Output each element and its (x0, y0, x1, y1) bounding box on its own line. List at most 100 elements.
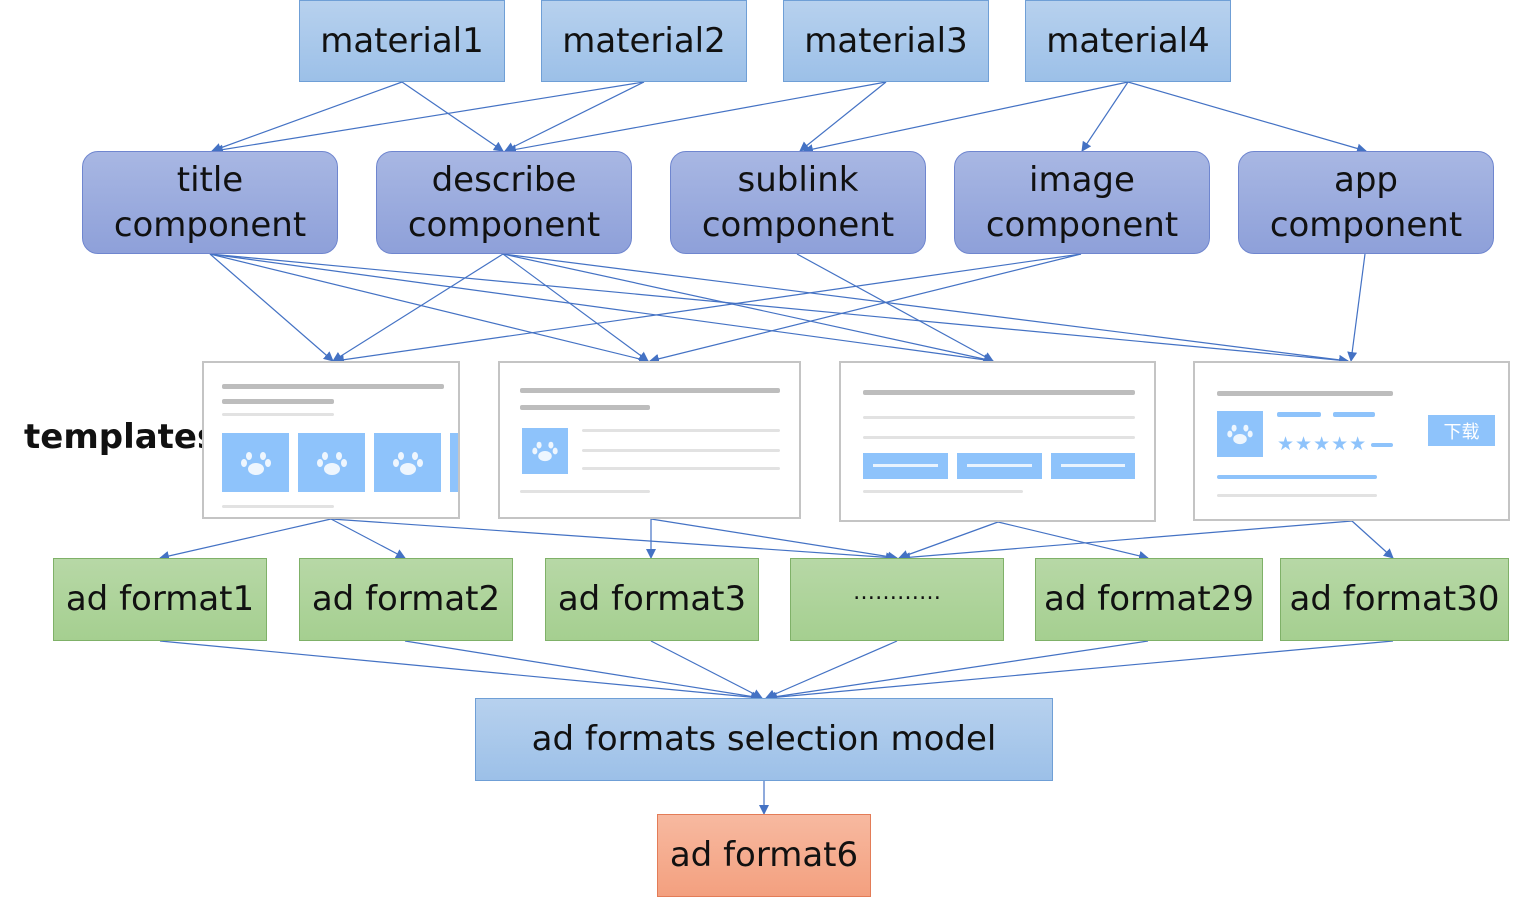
template-line (582, 449, 780, 452)
templates-label: templates (24, 417, 218, 457)
ad-format2-label: ad format2 (311, 579, 501, 620)
star-rating-icon: ★★★★★ (1277, 433, 1368, 455)
arrow-describe-t4 (502, 253, 1349, 365)
app-icon-placeholder (1217, 411, 1263, 457)
ad-format30-label: ad format30 (1289, 579, 1500, 620)
template-line (222, 413, 334, 416)
arrow-material3-describe (506, 81, 887, 155)
arrow-ellipsis-model (765, 640, 898, 699)
arrow-material4-sublink (803, 81, 1129, 155)
image-placeholder-icon (522, 428, 568, 474)
result-ad-format-label: ad format6 (669, 835, 859, 876)
template-line (520, 388, 780, 393)
ad-format3-box: ad format3 (545, 558, 759, 641)
arrow-image-t2 (649, 253, 1082, 364)
template-line (1333, 412, 1375, 417)
arrow-t3-ellipsis (898, 521, 999, 560)
template-line (863, 436, 1135, 439)
arrow-t1-format2 (330, 518, 406, 559)
template-line (222, 384, 444, 389)
arrow-format3-model (650, 640, 763, 699)
sublink-component-box: sublink component (670, 151, 926, 254)
arrow-t1-format1 (159, 518, 332, 561)
template-line (863, 416, 1135, 419)
template-line (1217, 391, 1393, 396)
template-line (520, 490, 650, 493)
arrow-describe-t1 (332, 253, 504, 362)
template-line (582, 429, 780, 432)
image-placeholder-icon (222, 433, 289, 492)
template-line (582, 467, 780, 470)
arrow-sublink-t3 (796, 253, 994, 362)
arrow-t2-ellipsis (650, 518, 898, 562)
arrow-format29-model (766, 640, 1149, 702)
arrow-material1-describe (401, 81, 504, 152)
arrow-describe-t2 (502, 253, 649, 362)
ad-format2-box: ad format2 (299, 558, 513, 641)
arrow-title-t3 (209, 253, 994, 365)
template-line (1217, 494, 1377, 497)
app-component-label: app component (1269, 159, 1463, 245)
template-line (863, 490, 1023, 493)
arrow-material4-image (1081, 81, 1129, 152)
image-placeholder-icon (298, 433, 365, 492)
result-ad-format-box: ad format6 (657, 814, 871, 897)
ad-format-ellipsis-box: ………… (790, 558, 1004, 641)
material3-box: material3 (783, 0, 989, 82)
arrow-format1-model (159, 640, 761, 703)
arrow-image-t1 (334, 253, 1082, 365)
ad-format-ellipsis-label: ………… (853, 579, 941, 605)
sublink-placeholder (1051, 453, 1135, 479)
sublink-component-label: sublink component (701, 159, 895, 245)
title-component-box: title component (82, 151, 338, 254)
material2-box: material2 (541, 0, 747, 82)
arrow-describe-t3 (502, 253, 994, 364)
template-line (1371, 443, 1393, 447)
template-line (222, 399, 334, 404)
material1-label: material1 (320, 20, 484, 61)
selection-model-box: ad formats selection model (475, 698, 1053, 781)
ad-format29-label: ad format29 (1044, 579, 1254, 620)
download-button: 下载 (1428, 415, 1495, 446)
arrow-format2-model (404, 640, 762, 702)
material4-label: material4 (1046, 20, 1210, 61)
arrow-material3-sublink (799, 81, 887, 152)
image-component-label: image component (985, 159, 1179, 245)
sublink-placeholder (957, 453, 1042, 479)
arrow-app-t4 (1347, 253, 1366, 362)
template-line (1277, 412, 1321, 417)
image-placeholder-icon (450, 433, 458, 492)
arrow-t3-format29 (997, 521, 1149, 561)
template-2-image-text (498, 361, 801, 519)
template-line (520, 405, 650, 410)
describe-component-label: describe component (407, 159, 601, 245)
arrow-title-t2 (209, 253, 649, 364)
arrow-t1-ellipsis (330, 518, 896, 563)
material1-box: material1 (299, 0, 505, 82)
template-line (1217, 475, 1377, 479)
ad-format1-box: ad format1 (53, 558, 267, 641)
ad-format29-box: ad format29 (1035, 558, 1263, 641)
title-component-label: title component (113, 159, 307, 245)
image-placeholder-icon (374, 433, 441, 492)
describe-component-box: describe component (376, 151, 632, 254)
arrow-format30-model (767, 640, 1394, 703)
template-3-sublinks (839, 361, 1156, 522)
selection-model-label: ad formats selection model (531, 719, 997, 760)
image-component-box: image component (954, 151, 1210, 254)
template-line (863, 390, 1135, 395)
arrow-title-t1 (209, 253, 334, 362)
material2-label: material2 (562, 20, 726, 61)
material3-label: material3 (804, 20, 968, 61)
ad-format30-box: ad format30 (1280, 558, 1509, 641)
arrow-t4-ellipsis (900, 520, 1353, 563)
arrow-material1-title (211, 81, 403, 153)
arrow-material2-describe (504, 81, 645, 152)
template-line (222, 505, 334, 508)
template-1-image-grid (202, 361, 460, 519)
template-4-app-download: ★★★★★ 下载 (1193, 361, 1510, 521)
arrow-title-t4 (209, 253, 1349, 366)
ad-format1-label: ad format1 (65, 579, 255, 620)
material4-box: material4 (1025, 0, 1231, 82)
